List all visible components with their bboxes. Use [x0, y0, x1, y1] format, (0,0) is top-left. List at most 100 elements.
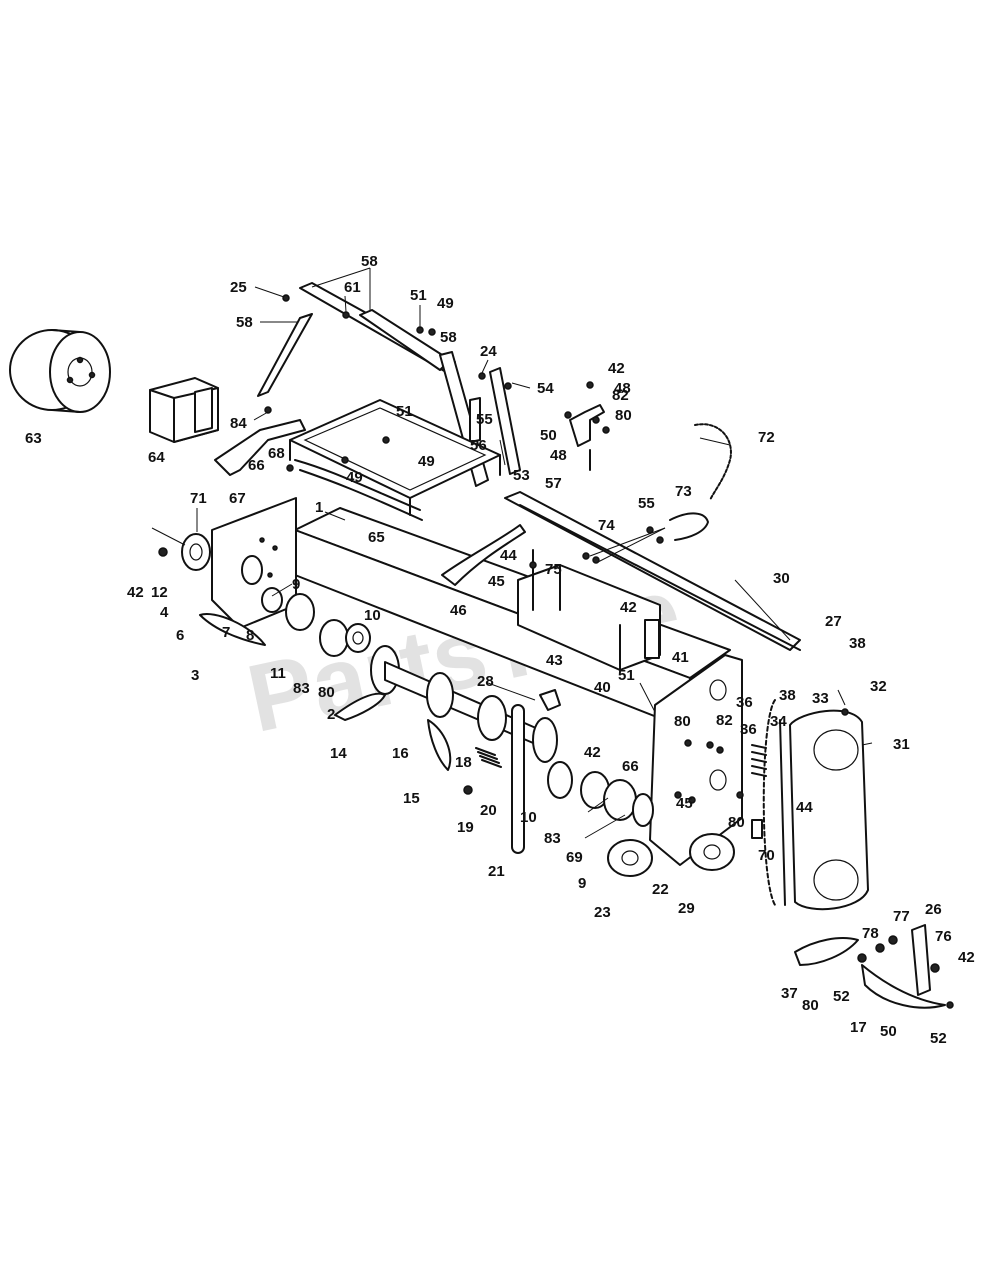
lift-bracket	[564, 381, 610, 471]
callout-15: 15	[403, 790, 420, 807]
callout-1: 1	[315, 499, 323, 516]
callout-58: 58	[236, 314, 253, 331]
callout-28: 28	[477, 673, 494, 690]
callout-12: 12	[151, 584, 168, 601]
mounting-frame	[214, 399, 501, 521]
callout-21: 21	[488, 863, 505, 880]
callout-49: 49	[437, 295, 454, 312]
callout-64: 64	[148, 449, 165, 466]
callout-76: 76	[935, 928, 952, 945]
callout-23: 23	[594, 904, 611, 921]
callout-50: 50	[880, 1023, 897, 1040]
callout-58: 58	[440, 329, 457, 346]
callout-80: 80	[615, 407, 632, 424]
callout-38: 38	[849, 635, 866, 652]
leader-lines	[151, 267, 873, 839]
callout-42: 42	[608, 360, 625, 377]
callout-27: 27	[825, 613, 842, 630]
callout-44: 44	[500, 547, 517, 564]
callout-70: 70	[758, 847, 775, 864]
callout-56: 56	[470, 437, 487, 454]
left-hub-assembly	[241, 555, 371, 657]
callout-83: 83	[293, 680, 310, 697]
callout-22: 22	[652, 881, 669, 898]
callout-41: 41	[672, 649, 689, 666]
callout-43: 43	[546, 652, 563, 669]
callout-34: 34	[770, 713, 787, 730]
callout-9: 9	[292, 576, 300, 593]
callout-71: 71	[190, 490, 207, 507]
callout-20: 20	[480, 802, 497, 819]
callout-55: 55	[638, 495, 655, 512]
callout-3: 3	[191, 667, 199, 684]
right-hub-assembly	[547, 739, 767, 877]
callout-33: 33	[812, 690, 829, 707]
callout-80: 80	[674, 713, 691, 730]
callout-40: 40	[594, 679, 611, 696]
callout-31: 31	[893, 736, 910, 753]
callout-80: 80	[802, 997, 819, 1014]
callout-57: 57	[545, 475, 562, 492]
callout-48: 48	[614, 380, 631, 397]
callout-80: 80	[728, 814, 745, 831]
callout-32: 32	[870, 678, 887, 695]
callout-74: 74	[598, 517, 615, 534]
lower-tine-assembly	[794, 924, 954, 1009]
callout-30: 30	[773, 570, 790, 587]
callout-51: 51	[396, 403, 413, 420]
depth-stake-assembly	[441, 512, 709, 671]
callout-10: 10	[364, 607, 381, 624]
callout-78: 78	[862, 925, 879, 942]
callout-6: 6	[176, 627, 184, 644]
callout-42: 42	[584, 744, 601, 761]
callout-25: 25	[230, 279, 247, 296]
callout-42: 42	[127, 584, 144, 601]
callout-58: 58	[361, 253, 378, 270]
callout-63: 63	[25, 430, 42, 447]
callout-labels: 58 25 61 51 49 58 58 24 54 42 48 82 80 5…	[25, 253, 975, 1047]
callout-51: 51	[410, 287, 427, 304]
callout-36: 36	[736, 694, 753, 711]
callout-82: 82	[612, 387, 629, 404]
callout-66: 66	[622, 758, 639, 775]
callout-65: 65	[368, 529, 385, 546]
callout-69: 69	[566, 849, 583, 866]
callout-80: 80	[318, 684, 335, 701]
callout-68: 68	[268, 445, 285, 462]
callout-73: 73	[675, 483, 692, 500]
callout-11: 11	[270, 665, 286, 682]
callout-44: 44	[796, 799, 813, 816]
callout-26: 26	[925, 901, 942, 918]
callout-82: 82	[716, 712, 733, 729]
callout-10: 10	[520, 809, 537, 826]
callout-61: 61	[344, 279, 361, 296]
callout-36: 36	[740, 721, 757, 738]
chain-case	[762, 699, 869, 911]
callout-45: 45	[488, 573, 505, 590]
callout-24: 24	[480, 343, 497, 360]
callout-9: 9	[578, 875, 586, 892]
rod-and-spring	[463, 704, 525, 854]
callout-75: 75	[545, 561, 562, 578]
callout-7: 7	[222, 624, 230, 641]
callout-52: 52	[833, 988, 850, 1005]
callout-19: 19	[457, 819, 474, 836]
callout-72: 72	[758, 429, 775, 446]
callout-42: 42	[620, 599, 637, 616]
callout-42: 42	[958, 949, 975, 966]
callout-67: 67	[229, 490, 246, 507]
callout-84: 84	[230, 415, 247, 432]
callout-14: 14	[330, 745, 347, 762]
pulley-drum-63	[9, 329, 111, 413]
callout-38: 38	[779, 687, 796, 704]
callout-18: 18	[455, 754, 472, 771]
callout-17: 17	[850, 1019, 867, 1036]
callout-2: 2	[327, 706, 335, 723]
callout-66: 66	[248, 457, 265, 474]
callout-37: 37	[781, 985, 798, 1002]
callout-52: 52	[930, 1030, 947, 1047]
chain-72	[694, 423, 732, 501]
callout-55: 55	[476, 411, 493, 428]
right-side-plate	[649, 654, 743, 866]
